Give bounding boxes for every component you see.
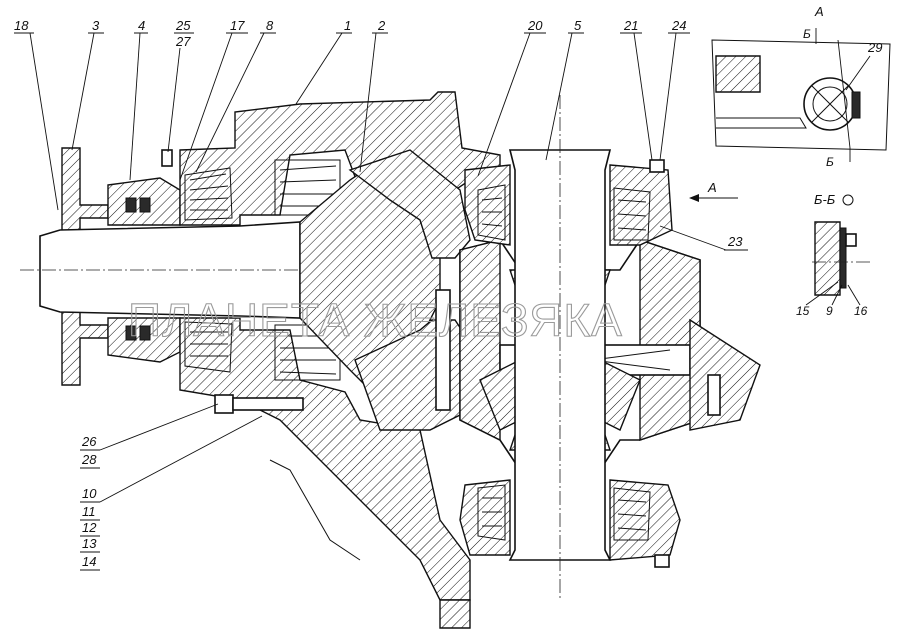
- bearing-cap-lower: [459, 479, 511, 556]
- callout-18: 18: [14, 18, 29, 33]
- callout-12: 12: [82, 520, 97, 535]
- bearing-cap-lower-right: [609, 479, 681, 561]
- callout-28: 28: [81, 452, 97, 467]
- lock-screw-lower: [654, 554, 670, 568]
- view-a-callout: 29: [867, 40, 882, 55]
- callout-14: 14: [82, 554, 96, 569]
- oil-seal-lower: [125, 325, 137, 341]
- ring-gear-bolt: [435, 289, 451, 411]
- view-a-title: А: [814, 4, 824, 19]
- drive-flange: [61, 147, 109, 386]
- section-bb-screw: [845, 233, 857, 247]
- view-a-section-mark-top: Б: [803, 27, 811, 41]
- section-bb-callout-15: 15: [796, 304, 810, 318]
- callout-10: 10: [82, 486, 97, 501]
- section-bb-detail: Б-Б 15 9 16: [796, 192, 870, 318]
- watermark: ПЛАНЕТА ЖЕЛЕЗЯКА: [128, 294, 623, 346]
- view-a-lock-plate: [851, 91, 861, 119]
- callout-26: 26: [81, 434, 97, 449]
- callout-1: 1: [344, 18, 351, 33]
- callout-25: 25: [175, 18, 191, 33]
- view-direction-marker: А: [689, 180, 738, 202]
- set-screw: [161, 149, 173, 167]
- oil-seal-upper-2: [139, 197, 151, 213]
- callout-21: 21: [623, 18, 638, 33]
- view-a-section-mark-bottom: Б: [826, 155, 834, 169]
- section-bb-callout-9: 9: [826, 304, 833, 318]
- callout-20: 20: [527, 18, 543, 33]
- callout-8: 8: [266, 18, 274, 33]
- section-bb-lock-plate: [839, 227, 847, 289]
- pinion-bearing-outer: [184, 167, 233, 221]
- main-housing-lower: [179, 317, 471, 601]
- view-a-detail: А Б Б 29: [711, 4, 891, 169]
- callout-17: 17: [230, 18, 245, 33]
- section-bb-body: [814, 221, 841, 296]
- view-a-rib: [716, 117, 807, 129]
- section-bb-callout-16: 16: [854, 304, 868, 318]
- view-a-housing: [715, 55, 761, 93]
- crown-teeth-right: [689, 318, 761, 431]
- ring-gear: [348, 149, 471, 259]
- callout-4: 4: [138, 18, 145, 33]
- callout-27: 27: [175, 34, 191, 49]
- oil-seal-lower-2: [139, 325, 151, 341]
- callout-24: 24: [671, 18, 686, 33]
- callout-5: 5: [574, 18, 582, 33]
- oil-seal-upper: [125, 197, 137, 213]
- callout-13: 13: [82, 536, 97, 551]
- bearing-cap-upper-right: [609, 164, 673, 246]
- callout-23: 23: [727, 234, 743, 249]
- section-bb-title: Б-Б: [814, 192, 836, 207]
- direction-marker-label: А: [707, 180, 717, 195]
- bolt-shank: [232, 397, 304, 411]
- housing-foot: [439, 599, 471, 629]
- section-bb-symbol: [842, 194, 854, 206]
- lock-screw-upper: [649, 159, 665, 173]
- case-bolt: [707, 374, 721, 416]
- callouts: 18 3 4 25 27 17 8 1 2 20: [14, 18, 748, 571]
- bearing-cap-upper: [464, 164, 511, 246]
- housing-rib: [269, 459, 361, 561]
- callout-2: 2: [377, 18, 386, 33]
- main-section-view: [20, 91, 761, 629]
- view-a-outline: [711, 39, 891, 151]
- pinion-bearing-outer-lower: [184, 321, 233, 373]
- callout-3: 3: [92, 18, 100, 33]
- carrier-bearing-lower: [477, 484, 651, 541]
- callout-11: 11: [82, 504, 96, 519]
- carrier-bearing-upper: [477, 184, 651, 241]
